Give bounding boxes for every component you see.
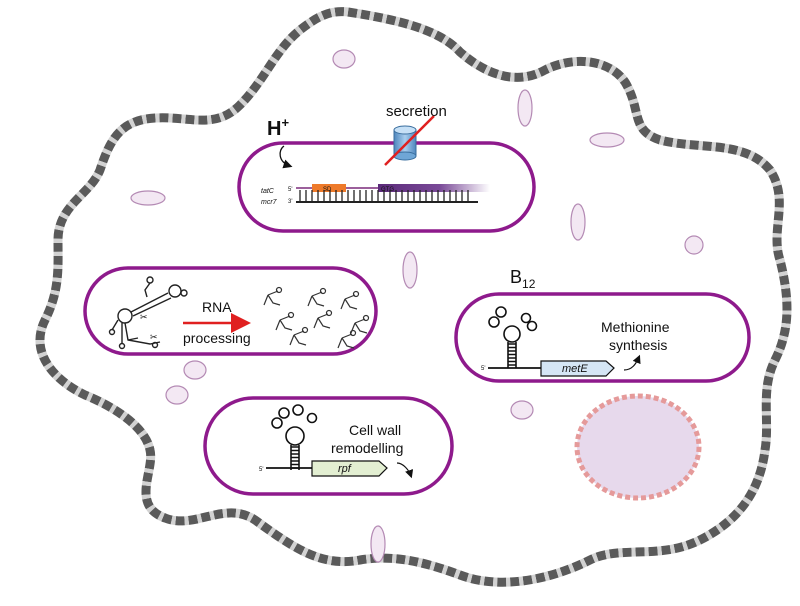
- processed-rna-loop: [319, 287, 327, 295]
- panel-methionine: B12 5' metE Methionine synthesis: [454, 267, 751, 383]
- processing-label: processing: [183, 330, 251, 346]
- processed-rna-loop: [275, 286, 283, 294]
- synthesis-label: synthesis: [609, 337, 667, 353]
- vesicle: [165, 385, 189, 405]
- processed-rna-loop: [352, 290, 360, 298]
- processed-rna-icon: [337, 333, 355, 349]
- gene-arrow-metE: [540, 360, 615, 377]
- processed-rna-loop: [287, 311, 295, 319]
- vesicle: [183, 360, 207, 380]
- processed-rna-icon: [313, 313, 331, 329]
- mcr7-label: mcr7: [261, 199, 278, 206]
- svg-text:5': 5': [481, 366, 485, 372]
- svg-text:3': 3': [288, 199, 292, 205]
- scissors-icon: ✂: [150, 332, 158, 342]
- vesicle: [684, 235, 704, 255]
- methionine-label: Methionine: [601, 319, 670, 335]
- processed-rna-loop: [362, 314, 370, 322]
- proton-arrow: [279, 145, 293, 169]
- gene-arrow-rpf: [311, 460, 388, 477]
- panel-rna-processing: ✂ ✂ RNA processing: [83, 266, 378, 356]
- vesicle: [370, 525, 386, 563]
- capsule-rpf: [203, 396, 454, 496]
- transcription-arrow-metE: [623, 354, 641, 371]
- vesicle: [570, 203, 586, 241]
- transcription-arrow-rpf: [396, 462, 414, 479]
- rpf-label: rpf: [338, 463, 352, 475]
- processed-rna-icons: [263, 286, 370, 349]
- vesicle: [510, 400, 534, 420]
- processed-rna-loop: [301, 326, 309, 334]
- vesicle: [332, 49, 356, 69]
- svg-text:GTG: GTG: [381, 187, 394, 193]
- processed-rna-loop: [349, 329, 357, 337]
- b12-label: B12: [510, 267, 536, 291]
- processed-rna-icon: [275, 315, 293, 331]
- secretion-label: secretion: [386, 103, 447, 120]
- scissors-icon: ✂: [140, 312, 148, 322]
- proton-label: H+: [267, 115, 289, 140]
- vesicles: [130, 49, 704, 563]
- vesicle: [589, 132, 625, 148]
- processed-rna-icon: [263, 290, 281, 306]
- riboswitch-icon-metE: [488, 306, 538, 368]
- remodelling-label: remodelling: [331, 440, 403, 456]
- cell-wall-label: Cell wall: [349, 422, 401, 438]
- sd-box: [312, 184, 346, 192]
- processed-rna-icon: [340, 294, 358, 310]
- processed-rna-icon: [289, 330, 307, 346]
- riboswitch-icon-rpf: [271, 404, 318, 470]
- tatc-mcr7-duplex: tatC mcr7 5' 3' SD GTG: [261, 184, 490, 206]
- processed-rna-icon: [307, 291, 325, 307]
- proton-charge: +: [281, 115, 289, 130]
- metE-label: metE: [562, 363, 588, 375]
- precursor-rna-icon: [108, 276, 188, 350]
- vesicle: [517, 89, 533, 127]
- rna-label: RNA: [202, 299, 232, 315]
- vesicle: [402, 251, 418, 289]
- blocked-slash: [384, 115, 435, 166]
- panel-cell-wall: 5' rpf Cell wall remodelling: [203, 396, 454, 496]
- tatc-label: tatC: [261, 188, 275, 195]
- b12-subscript: 12: [522, 277, 536, 291]
- svg-text:5': 5': [288, 187, 292, 193]
- secretion-channel-icon: [393, 125, 417, 161]
- svg-text:5': 5': [259, 467, 263, 473]
- processed-rna-loop: [325, 309, 333, 317]
- panel-secretion: secretion H+ tatC mcr7 5' 3' SD GTG: [237, 103, 536, 233]
- svg-text:SD: SD: [323, 187, 332, 193]
- cell-envelope: [35, 7, 792, 587]
- vesicle: [130, 190, 166, 206]
- lipid-inclusion: [574, 393, 702, 501]
